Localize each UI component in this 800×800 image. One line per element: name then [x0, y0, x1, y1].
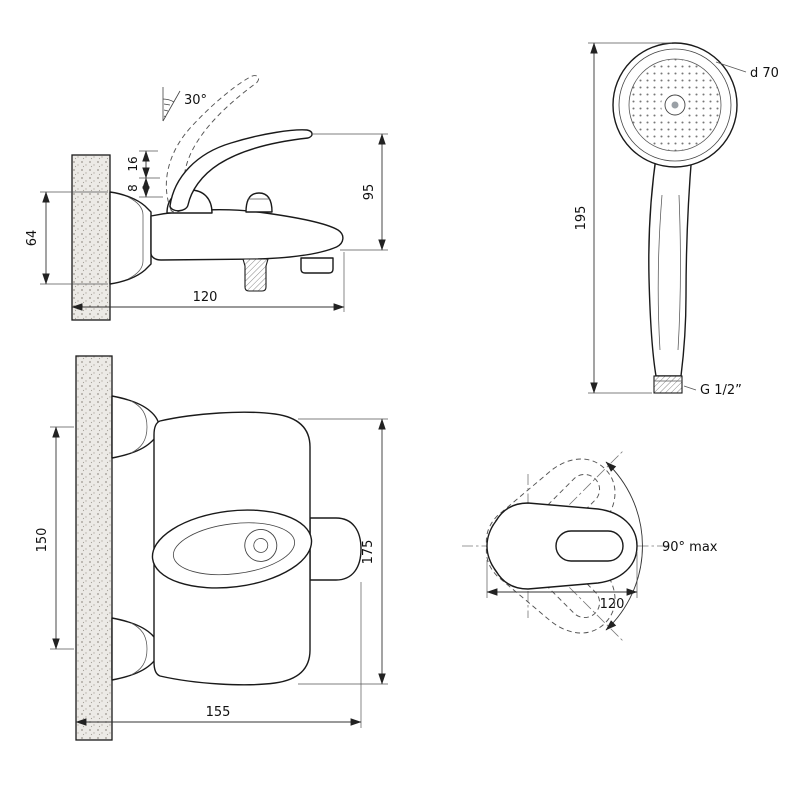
shower-thread-tip	[653, 375, 683, 394]
diverter-knob	[245, 192, 273, 213]
dim-155: 155	[75, 582, 362, 728]
view-top-lever: 90° max 120	[462, 438, 718, 654]
dim-95: 95	[312, 133, 388, 251]
dim-label-95: 95	[362, 184, 377, 201]
shower-connector-thread	[242, 258, 269, 292]
shower-handle-contour-left	[657, 194, 663, 351]
view-hand-shower: d 70 195 G 1/2”	[574, 42, 779, 398]
dim-label-8: 8	[126, 184, 140, 192]
dim-175: 175	[298, 418, 388, 685]
dim-120-side: 120	[71, 252, 345, 312]
rotation-arc	[605, 461, 643, 631]
dim-150: 150	[35, 426, 74, 650]
dim-label-64: 64	[25, 230, 40, 247]
dim-thread-g12: G 1/2”	[683, 383, 742, 398]
dim-120-top: 120	[486, 552, 638, 612]
view-front: 150 175 155	[35, 355, 388, 741]
lever-front	[151, 509, 313, 589]
spout-front	[309, 517, 362, 581]
dim-label-120-side: 120	[193, 290, 218, 305]
dim-16-8: 16 8	[126, 150, 163, 198]
lever-top-solid	[486, 502, 638, 590]
escutcheon-bottom	[111, 617, 160, 681]
lever-front-outer	[151, 509, 313, 589]
dim-label-195: 195	[574, 206, 589, 231]
dim-label-90max: 90° max	[662, 540, 718, 555]
dim-label-150: 150	[35, 528, 50, 553]
shower-hub-screw	[671, 101, 679, 109]
dim-label-16: 16	[126, 156, 140, 171]
dim-label-30deg: 30°	[184, 93, 207, 108]
shower-handle	[648, 149, 693, 377]
escutcheon-side	[109, 191, 152, 285]
shower-handle-contour-right	[677, 194, 681, 351]
escutcheon-top-detail	[130, 400, 148, 454]
escutcheon-bottom-detail	[130, 622, 148, 676]
dim-label-g12: G 1/2”	[700, 383, 742, 398]
mixer-body-side	[150, 208, 344, 261]
spout-outlet	[300, 257, 334, 274]
shower-head-ring	[618, 48, 732, 162]
lever-front-cap	[244, 529, 278, 562]
lever-front-cap-ring	[253, 538, 269, 553]
wall-plate-front	[75, 355, 113, 741]
dim-d70: d 70	[715, 61, 779, 81]
dim-64: 64	[25, 191, 108, 285]
dim-label-175: 175	[361, 540, 376, 565]
dim-label-d70: d 70	[750, 66, 779, 81]
view-side: 30° 16 8 64 95	[25, 73, 388, 321]
dim-label-155: 155	[206, 705, 231, 720]
lever-front-inner	[172, 522, 296, 576]
angle-annotation-30: 30°	[162, 87, 207, 122]
escutcheon-top	[111, 395, 160, 459]
escutcheon-side-detail	[127, 196, 144, 280]
dim-195: 195	[574, 42, 672, 394]
wall-plate-side	[71, 154, 111, 321]
dim-label-120-top: 120	[600, 597, 625, 612]
